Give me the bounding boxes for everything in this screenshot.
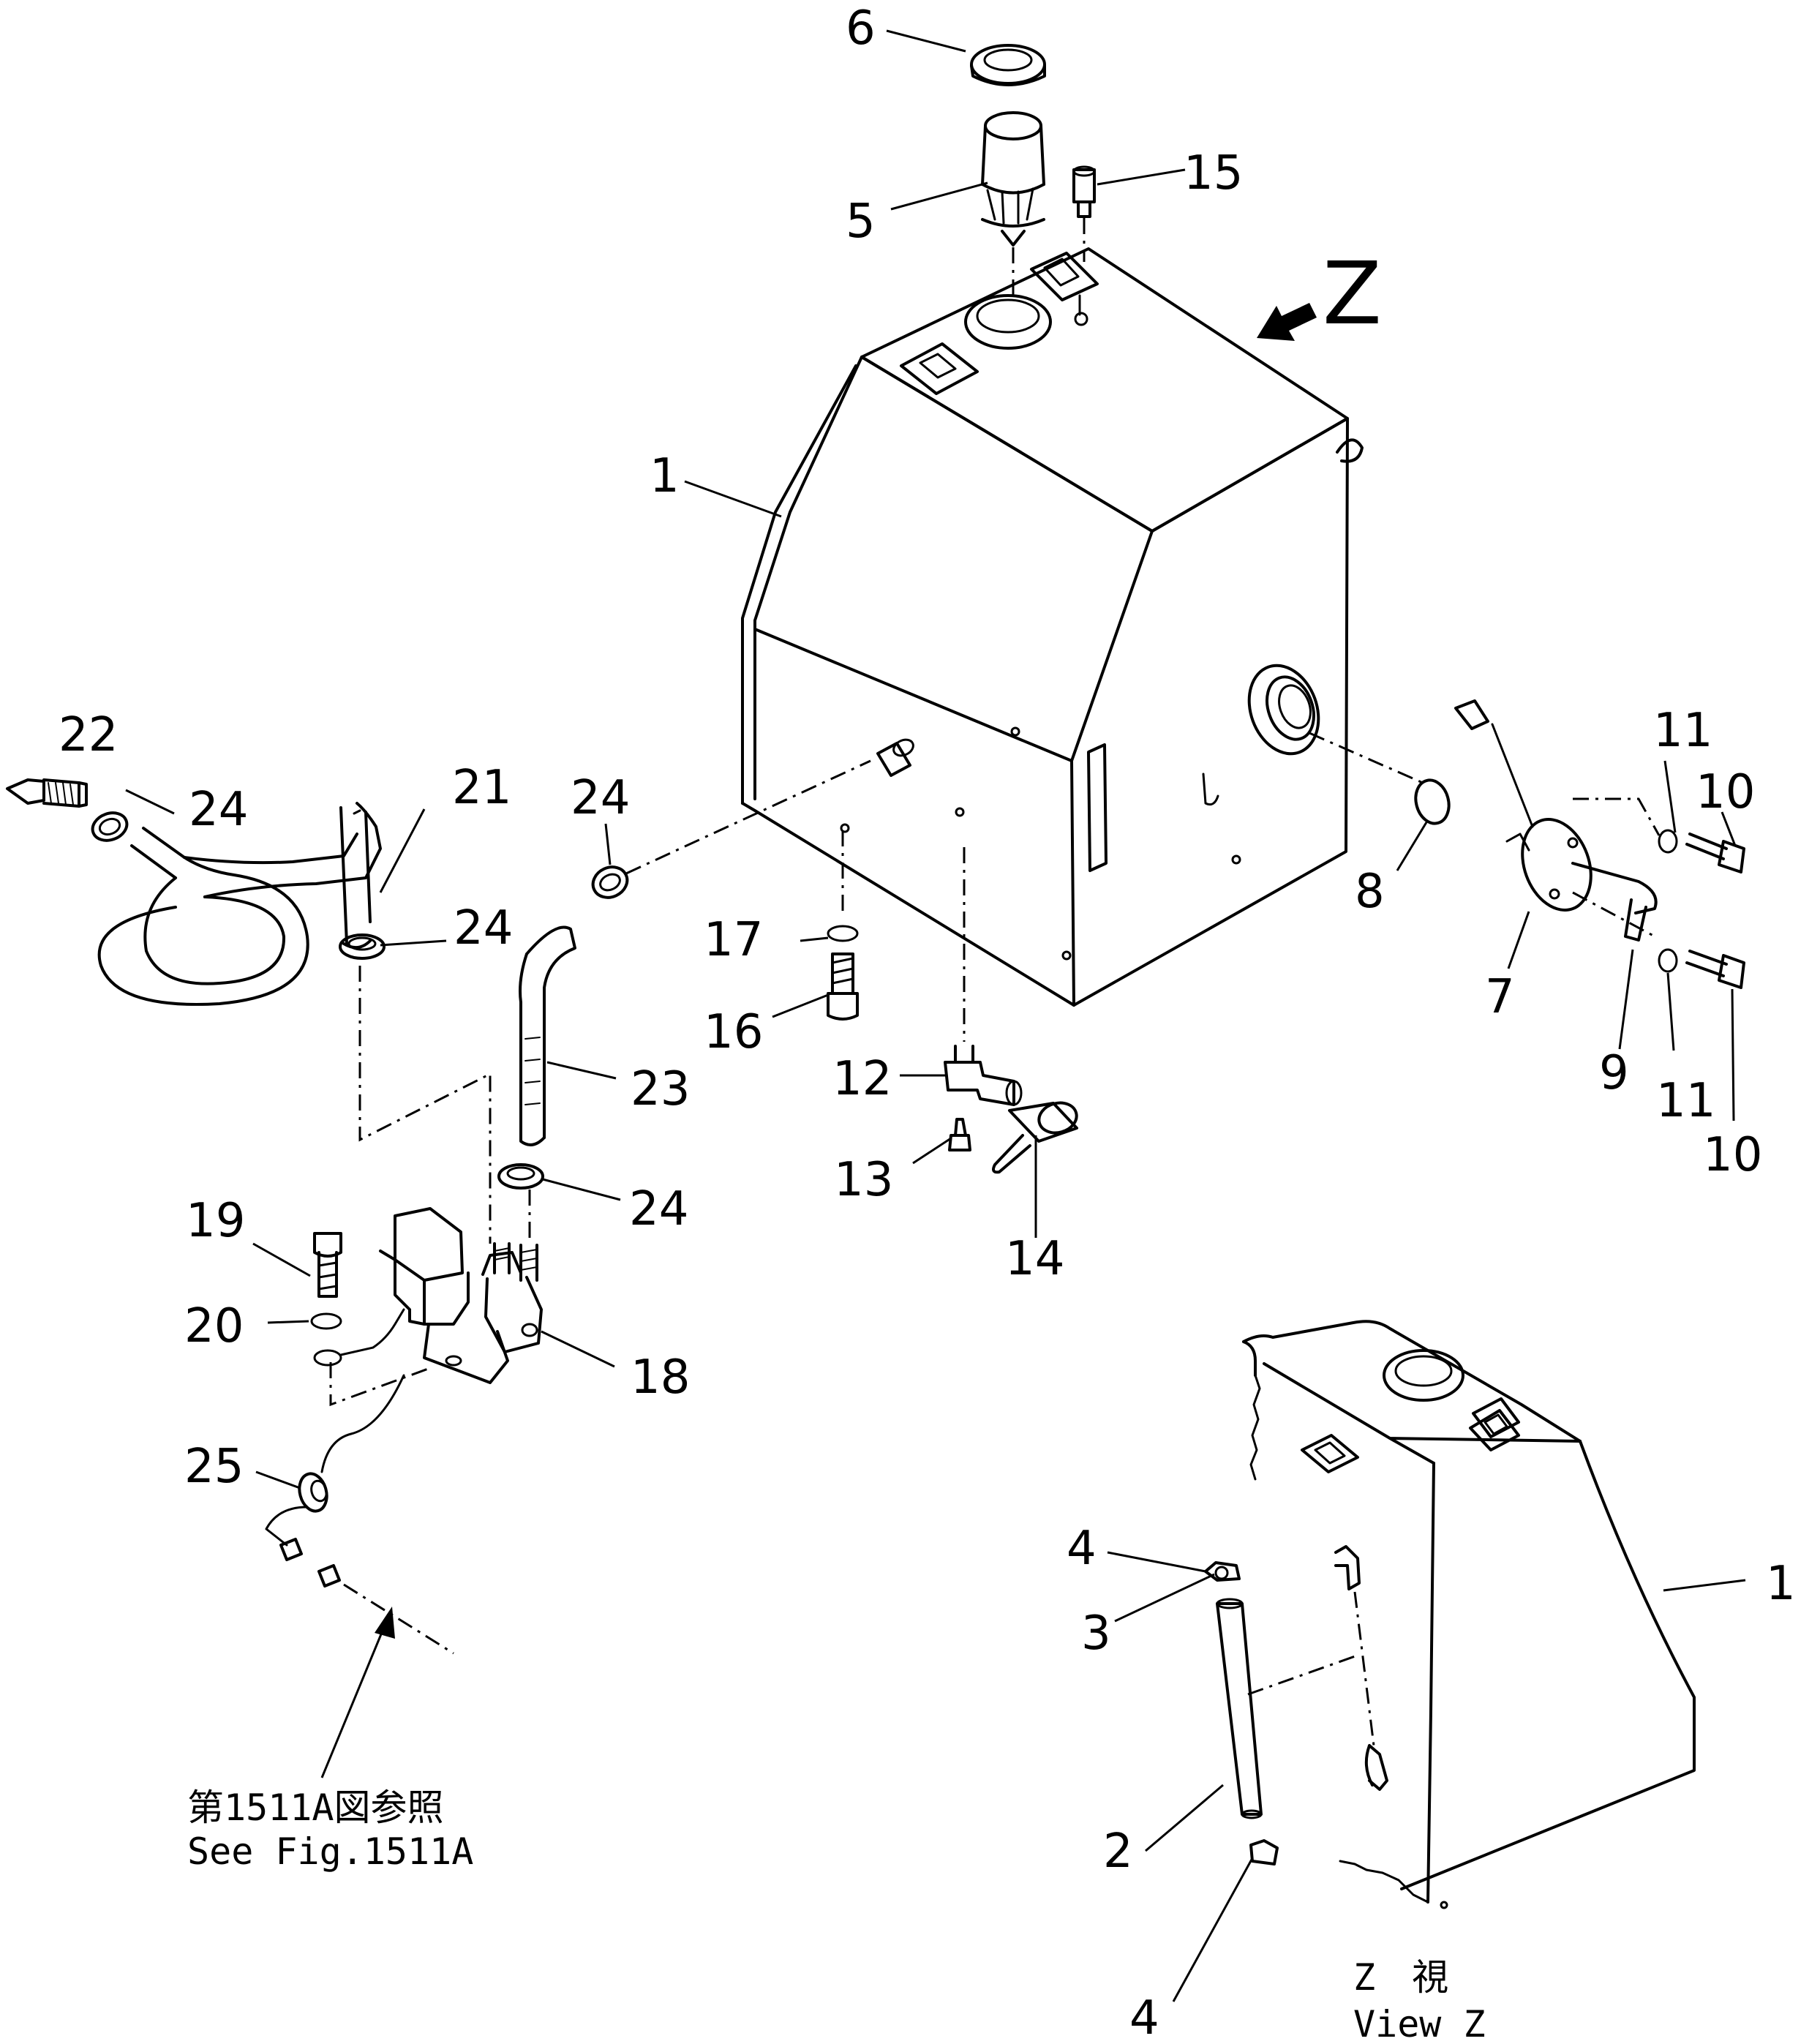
callout-11-upper: 11 [1653, 704, 1712, 758]
callout-13: 13 [834, 1153, 893, 1207]
callout-15: 15 [1184, 146, 1243, 200]
callout-14: 14 [1005, 1232, 1064, 1286]
callout-1-main: 1 [650, 449, 680, 503]
view-z-caption-jp: Z 視 [1353, 1956, 1448, 1999]
connector [279, 1538, 454, 1655]
reference-note-jp: 第1511A図参照 [187, 1786, 444, 1829]
callout-labels: 1 1 2 3 4 4 5 6 7 8 9 10 10 11 11 12 13 … [59, 1, 1796, 2044]
strainer-element [981, 111, 1045, 301]
drain-washer [827, 830, 859, 942]
callout-22: 22 [59, 708, 118, 762]
tube-seal [1214, 1566, 1229, 1580]
callout-1-view-z: 1 [1766, 1557, 1796, 1611]
callout-24-b: 24 [571, 771, 630, 825]
callout-11-lower: 11 [1656, 1074, 1715, 1128]
bolt-washer-upper [1658, 829, 1745, 873]
callout-9: 9 [1599, 1046, 1629, 1100]
callout-2: 2 [1103, 1825, 1133, 1879]
drain-valve [992, 1101, 1078, 1174]
callout-20: 20 [184, 1299, 244, 1353]
callout-6: 6 [846, 1, 876, 56]
callout-7: 7 [1485, 970, 1515, 1024]
tube-cap-lower [1249, 1839, 1279, 1865]
tube-cap-upper [1204, 1561, 1241, 1582]
return-hose [519, 925, 576, 1146]
callout-23: 23 [631, 1062, 690, 1116]
filler-cap [970, 44, 1046, 86]
callout-10-lower: 10 [1703, 1128, 1762, 1182]
breather-hose-coil [97, 802, 382, 1006]
view-z-arrow [1257, 303, 1317, 341]
callout-5: 5 [846, 195, 876, 249]
bolt-washer-lower [1658, 948, 1745, 989]
view-z-tank [1242, 1320, 1696, 1909]
mount-washer [310, 1312, 342, 1330]
hose-clamp-a [339, 933, 386, 960]
callout-19: 19 [186, 1194, 245, 1248]
electric-pump [379, 1207, 543, 1384]
gauge-tube [1216, 1598, 1263, 1819]
pump-assembly-dashes [329, 966, 531, 1407]
o-ring [1309, 732, 1451, 825]
callout-10-upper: 10 [1696, 765, 1755, 819]
hose-clamp-b [591, 759, 871, 899]
hydraulic-tank-main [741, 247, 1364, 1007]
grommet [265, 1374, 405, 1547]
level-gauge-flange [1454, 699, 1661, 942]
callout-24-c: 24 [629, 1182, 688, 1236]
callout-24-left: 24 [189, 783, 248, 837]
callout-21: 21 [452, 761, 511, 815]
leader-lines [125, 29, 1746, 2002]
breather-plug [1072, 165, 1096, 262]
hose-clamp-c [497, 1163, 544, 1190]
drain-elbow [944, 847, 1023, 1106]
reference-arrow [320, 1607, 395, 1778]
callout-4-lower: 4 [1129, 1991, 1159, 2044]
breather-filter [6, 778, 88, 808]
callout-18: 18 [631, 1350, 690, 1405]
callout-8: 8 [1355, 865, 1385, 919]
callout-12: 12 [832, 1052, 892, 1106]
mount-bolt [313, 1232, 342, 1298]
callout-24-a: 24 [454, 901, 513, 955]
grease-nipple [948, 1118, 971, 1151]
callout-17: 17 [704, 913, 763, 967]
drain-bolt [827, 953, 859, 1021]
callout-16: 16 [704, 1005, 763, 1059]
terminal-lug [313, 1308, 405, 1367]
view-z-letter: Z [1323, 243, 1382, 344]
callout-25: 25 [184, 1440, 244, 1494]
reference-note-en: See Fig.1511A [187, 1830, 473, 1873]
hose-clamp-left [91, 811, 129, 842]
callout-4-upper: 4 [1067, 1522, 1097, 1576]
view-z-caption-en: View Z [1353, 2003, 1486, 2044]
callout-3: 3 [1081, 1607, 1111, 1661]
